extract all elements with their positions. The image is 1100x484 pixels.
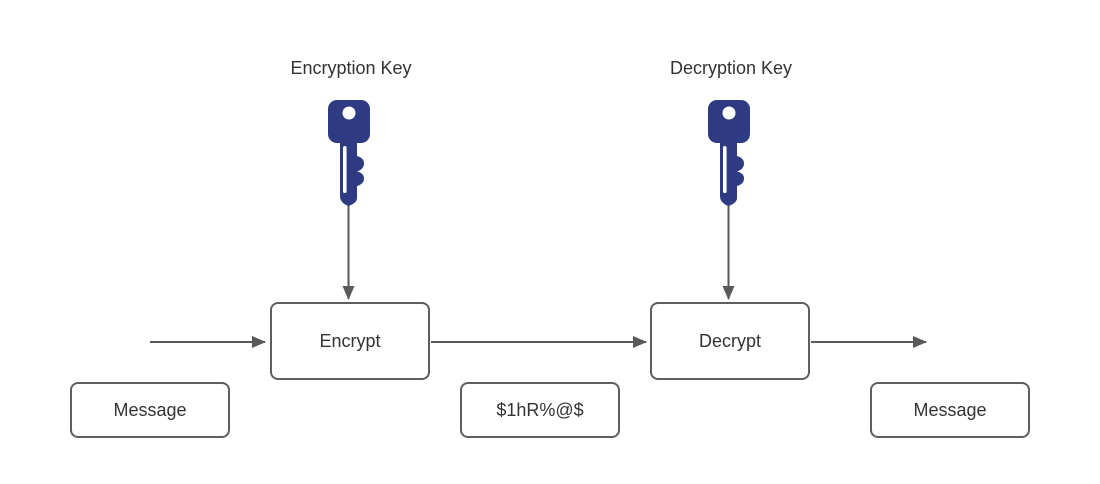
message-output-box: Message [870,382,1030,438]
decryption-key-icon-wrap [708,100,750,206]
message-input-label: Message [113,399,187,420]
ciphertext-box: $1hR%@$ [460,382,620,438]
encryption-key-icon-wrap [328,100,370,206]
encrypt-box-label: Encrypt [319,330,381,351]
decryption-key-label: Decryption Key [669,58,793,78]
key-icon [708,100,750,206]
decrypt-box-label: Decrypt [698,330,761,351]
ciphertext-label: $1hR%@$ [496,399,584,420]
key-icon [328,100,370,206]
decrypt-box: Decrypt [650,302,810,380]
encrypt-box: Encrypt [270,302,430,380]
encryption-key-label: Encryption Key [290,58,412,78]
message-input-box: Message [70,382,230,438]
message-output-label: Message [913,399,987,420]
